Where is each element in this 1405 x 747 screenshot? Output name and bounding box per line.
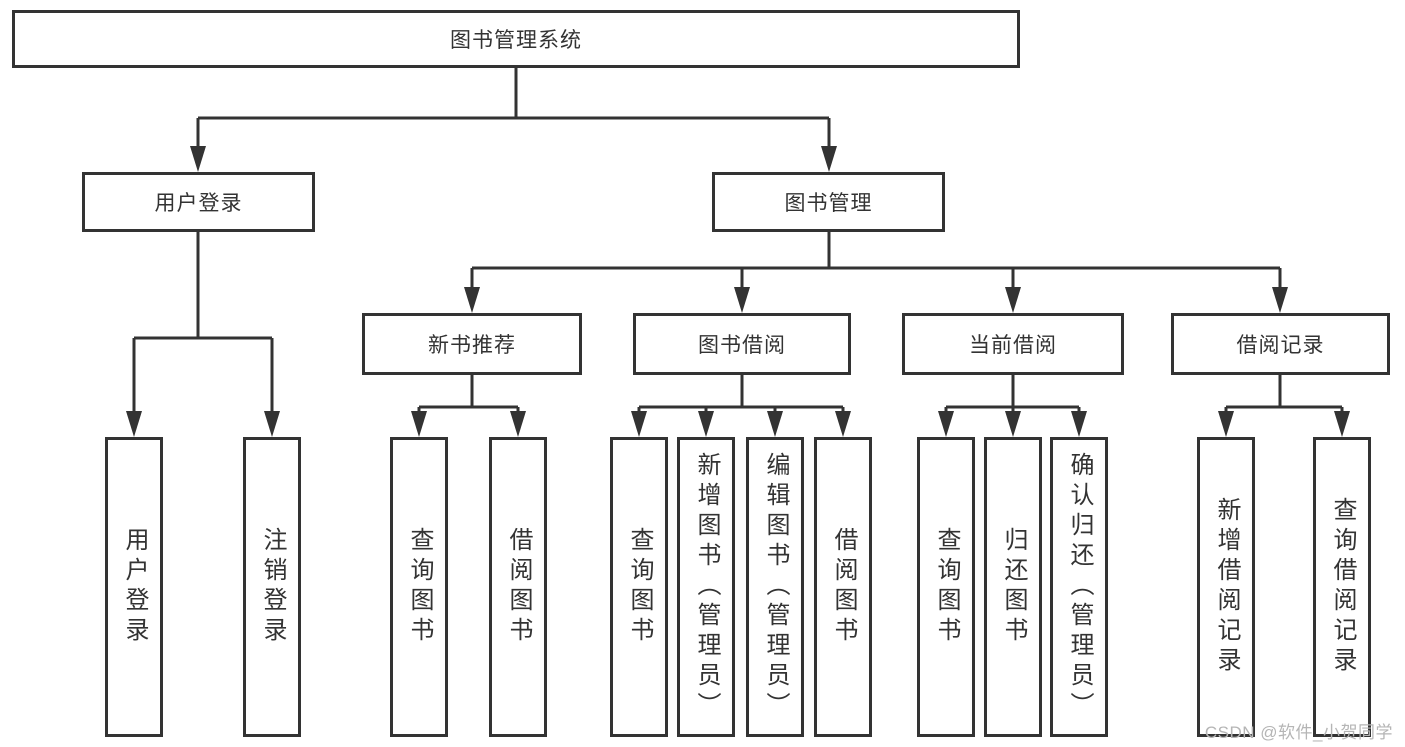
node-label: 新书推荐 [428, 334, 516, 357]
node-label: 图书借阅 [698, 334, 786, 357]
leaf-query-borrow-record: 查询借阅记录 [1313, 437, 1371, 737]
node-label: 注销登录 [259, 527, 286, 647]
node-user-login: 用户登录 [82, 172, 315, 232]
leaf-logout: 注销登录 [243, 437, 301, 737]
leaf-query-books-recommend: 查询图书 [390, 437, 448, 737]
watermark: CSDN @软件_小贺同学 [1204, 723, 1393, 742]
node-label: 新增图书（管理员） [693, 452, 720, 722]
node-label: 借阅图书 [505, 527, 532, 647]
node-book-borrowing: 图书借阅 [633, 313, 851, 375]
node-label: 确认归还（管理员） [1066, 452, 1093, 722]
leaf-user-login: 用户登录 [105, 437, 163, 737]
leaf-confirm-return-admin: 确认归还（管理员） [1050, 437, 1108, 737]
node-label: 用户登录 [154, 192, 243, 215]
leaf-borrow-books-borrowing: 借阅图书 [814, 437, 872, 737]
node-label: 查询图书 [406, 527, 433, 647]
leaf-add-book-admin: 新增图书（管理员） [677, 437, 735, 737]
node-label: 新增借阅记录 [1213, 497, 1240, 677]
node-label: 图书管理 [784, 192, 873, 215]
node-label: 当前借阅 [969, 334, 1057, 357]
leaf-query-books-current: 查询图书 [917, 437, 975, 737]
leaf-edit-book-admin: 编辑图书（管理员） [746, 437, 804, 737]
leaf-query-books-borrowing: 查询图书 [610, 437, 668, 737]
node-borrowing-records: 借阅记录 [1171, 313, 1390, 375]
node-label: 查询借阅记录 [1329, 497, 1356, 677]
leaf-return-books: 归还图书 [984, 437, 1042, 737]
node-current-borrowing: 当前借阅 [902, 313, 1124, 375]
node-library-system: 图书管理系统 [12, 10, 1020, 68]
node-label: 归还图书 [1000, 527, 1027, 647]
node-label: 借阅记录 [1236, 334, 1325, 357]
leaf-borrow-books-recommend: 借阅图书 [489, 437, 547, 737]
node-label: 用户登录 [121, 527, 148, 647]
node-new-book-recommend: 新书推荐 [362, 313, 582, 375]
node-label: 图书管理系统 [450, 29, 582, 52]
node-book-management: 图书管理 [712, 172, 945, 232]
node-label: 借阅图书 [830, 527, 857, 647]
node-label: 编辑图书（管理员） [762, 452, 789, 722]
node-label: 查询图书 [626, 527, 653, 647]
node-label: 查询图书 [933, 527, 960, 647]
leaf-add-borrow-record: 新增借阅记录 [1197, 437, 1255, 737]
